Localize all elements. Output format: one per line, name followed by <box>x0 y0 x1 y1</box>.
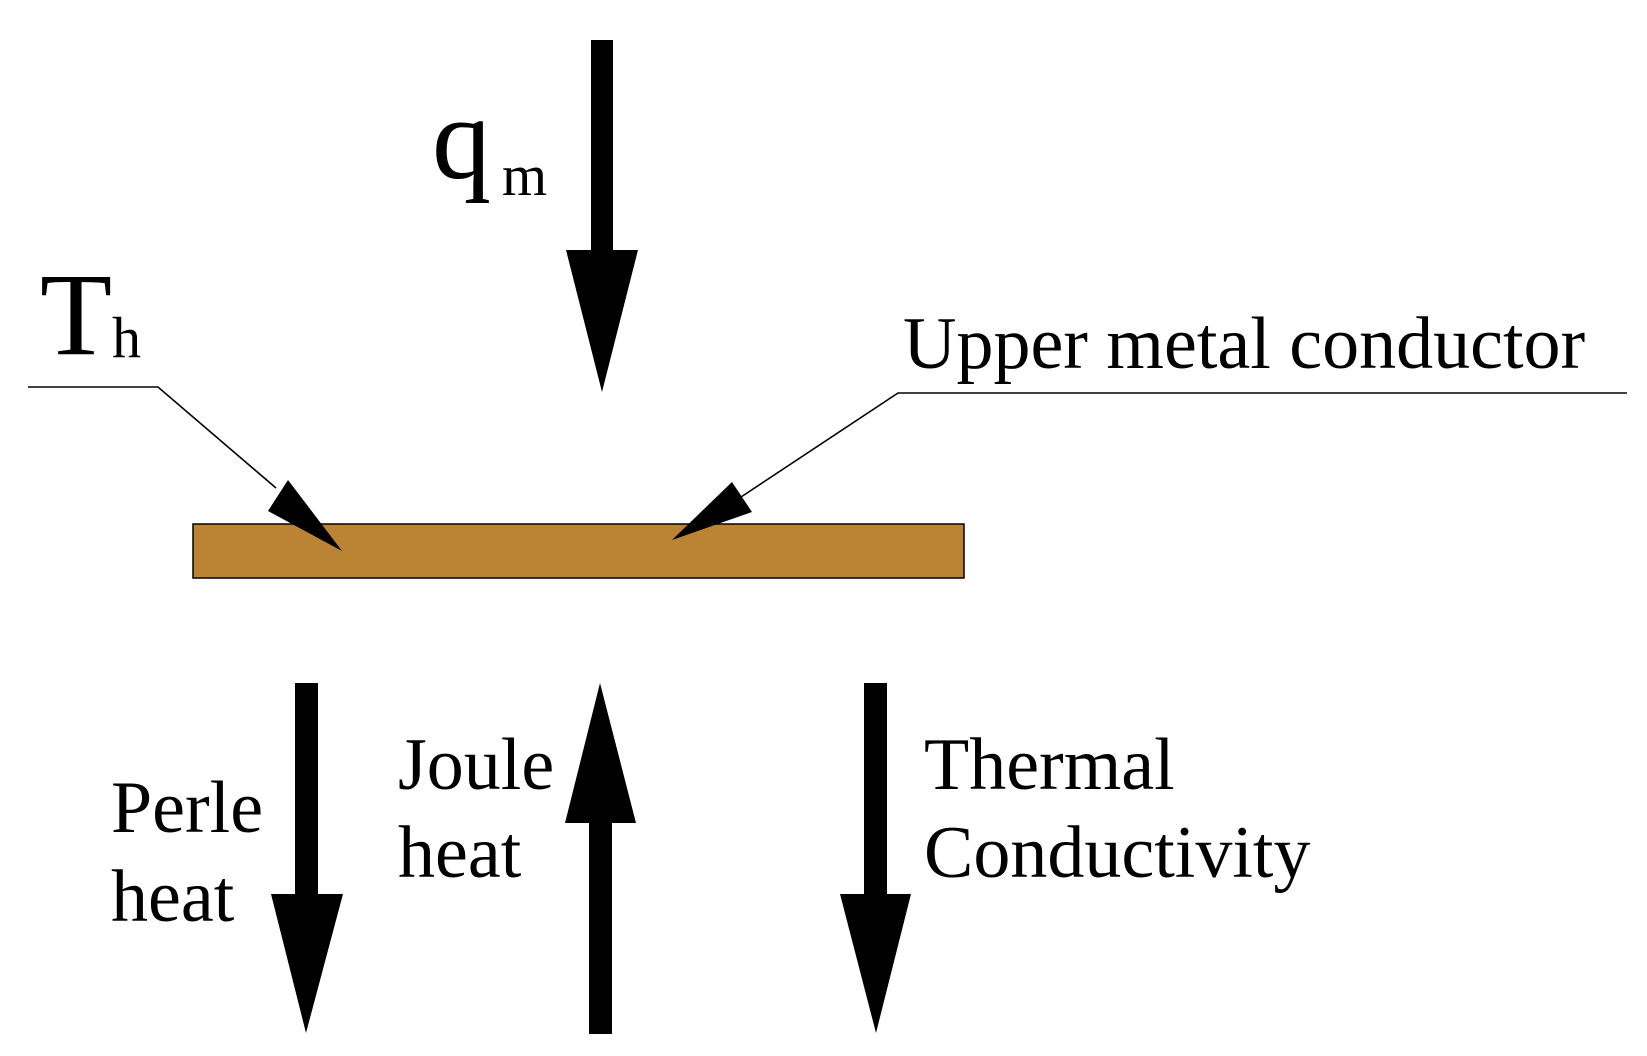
perle-heat-arrow <box>271 683 343 1033</box>
thermal-conductivity-label-line1: Thermal <box>924 724 1175 806</box>
conductor-label: Upper metal conductor <box>903 303 1585 385</box>
temperature-symbol: T <box>40 249 112 380</box>
thermal-conductivity-arrow <box>840 683 911 1033</box>
joule-heat-arrow <box>565 683 636 1034</box>
heat-flux-subscript: m <box>502 143 547 208</box>
heat-flux-arrow <box>566 40 638 392</box>
temperature-leader-line <box>28 386 277 489</box>
temperature-subscript: h <box>112 305 141 370</box>
joule-heat-label-line1: Joule <box>398 724 554 806</box>
perle-heat-label-line1: Perle <box>111 767 263 849</box>
thermal-conductivity-label-line2: Conductivity <box>924 812 1310 894</box>
conductor-leader-line <box>740 392 1627 498</box>
perle-heat-label-line2: heat <box>111 856 235 938</box>
heat-flux-symbol: q <box>432 73 491 204</box>
joule-heat-label-line2: heat <box>398 812 522 894</box>
conductor-leader-arrowhead <box>672 482 752 540</box>
temperature-leader-arrowhead <box>268 480 342 551</box>
